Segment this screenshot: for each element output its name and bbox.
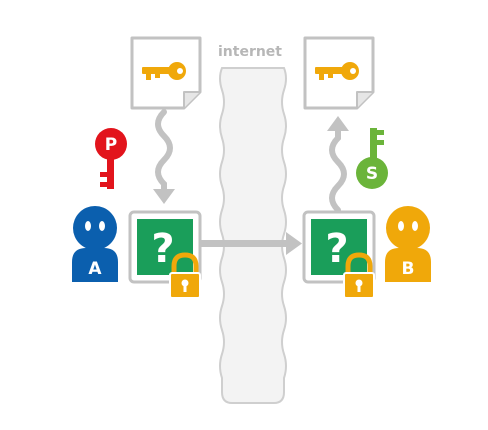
decrypt-arrow (327, 116, 349, 213)
question-mark: ? (325, 226, 348, 272)
person-b-letter: B (402, 259, 415, 279)
person-a-avatar: A (72, 206, 118, 282)
transfer-arrow (200, 232, 302, 255)
padlock-icon (343, 252, 375, 299)
public-key-letter: P (105, 135, 117, 155)
secret-key-icon: S (356, 128, 388, 189)
document-key-icon (315, 62, 359, 80)
internet-label: internet (217, 44, 282, 60)
left-document (130, 36, 202, 110)
secret-key-letter: S (366, 164, 378, 184)
right-encrypted-box: ? (302, 210, 376, 284)
question-mark: ? (151, 226, 174, 272)
encrypt-arrow (153, 109, 175, 204)
public-key-icon: P (95, 128, 127, 189)
right-document (303, 36, 375, 110)
padlock-icon (169, 252, 201, 299)
person-b-avatar: B (385, 206, 431, 282)
person-a-letter: A (88, 259, 102, 279)
left-encrypted-box: ? (128, 210, 202, 284)
internet-cloud (219, 67, 287, 404)
document-key-icon (142, 62, 186, 80)
